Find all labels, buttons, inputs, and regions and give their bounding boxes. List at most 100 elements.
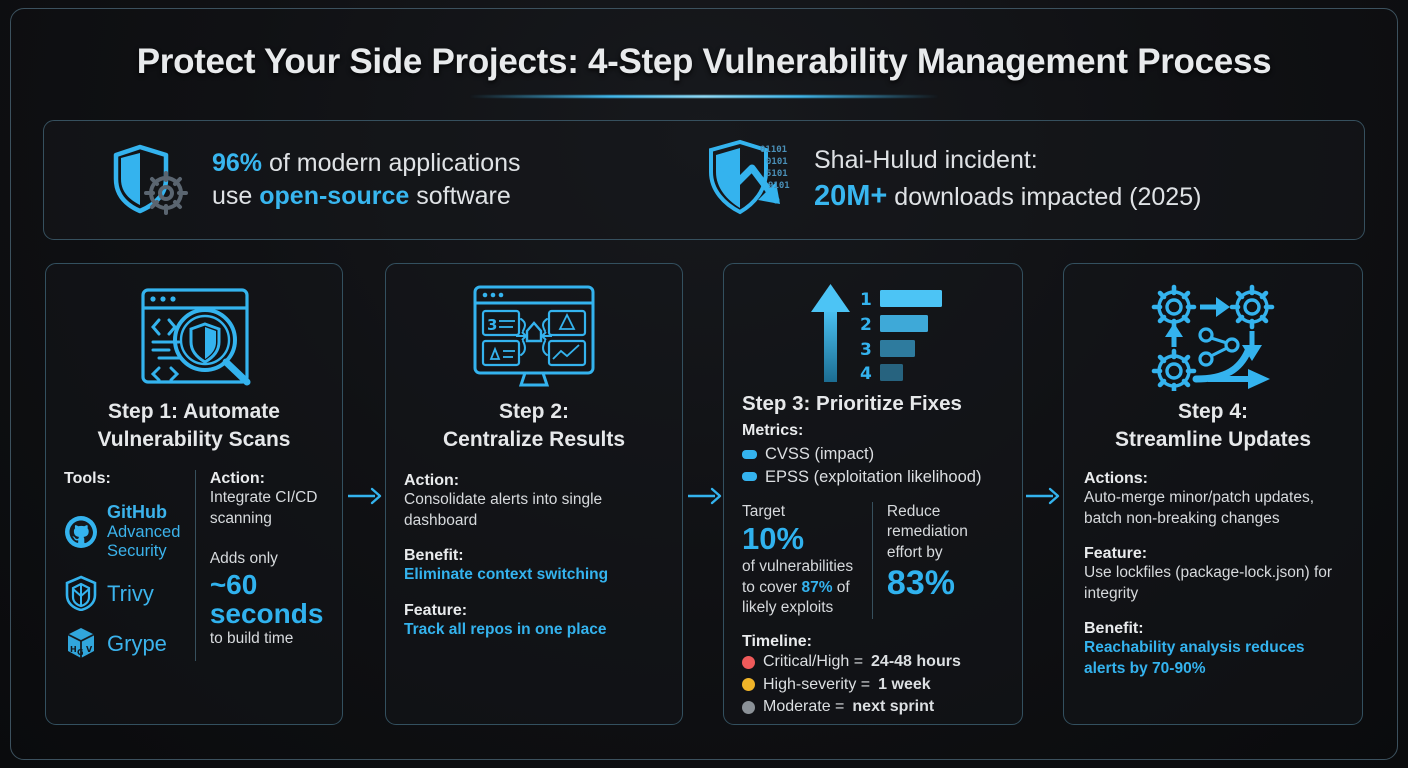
svg-text:V: V: [86, 645, 93, 654]
stat-shai-hulud-text: Shai-Hulud incident: 20M+ downloads impa…: [814, 144, 1201, 216]
step-1-action-column: Action: Integrate CI/CD scanning Adds on…: [194, 470, 324, 662]
step-2-benefit-text: Eliminate context switching: [404, 566, 609, 584]
tool-trivy-label: Trivy: [107, 580, 154, 606]
step-2-title: Step 2: Centralize Results: [402, 398, 666, 454]
step-2-benefit-block: Benefit: Eliminate context switching: [404, 547, 664, 585]
metric-cvss-label: CVSS (impact): [765, 445, 875, 464]
stat-20m-rest: downloads impacted (2025): [887, 183, 1202, 212]
step-4-actions-block: Actions: Auto-merge minor/patch updates,…: [1084, 470, 1342, 529]
shield-gear-icon: [110, 141, 192, 219]
step-4-title: Step 4: Streamline Updates: [1080, 398, 1346, 454]
timeline-moderate-label: Moderate =: [763, 698, 845, 716]
tool-grype-label: Grype: [107, 630, 167, 656]
step-3-target-label: Target: [742, 502, 786, 520]
step-4-feature-label: Feature:: [1084, 545, 1148, 563]
step-3-reduce-value: 83%: [886, 563, 955, 602]
step-2-title-line1: Step 2:: [498, 400, 569, 423]
step-3-target-desc-post: of likely exploits: [742, 578, 850, 617]
step-4-feature-text: Use lockfiles (package-lock.json) for in…: [1084, 564, 1333, 602]
stat-open-source-term: open-source: [259, 182, 410, 210]
stat-shai-hulud: 01101 0101 5101 9101 Shai-Hulud incident: …: [684, 121, 1344, 239]
step-3-stats-columns: Target 10% of vulnerabilities to cover 8…: [742, 501, 1004, 619]
trivy-icon: [64, 575, 98, 612]
svg-text:G: G: [77, 648, 84, 657]
timeline-row-high: High-severity = 1 week: [742, 674, 1004, 697]
step-2-feature-label: Feature:: [404, 601, 468, 619]
metric-epss-label: EPSS (exploitation likelihood): [765, 467, 982, 486]
svg-text:01101: 01101: [760, 145, 787, 155]
metric-row: CVSS (impact): [742, 443, 1004, 465]
step-2-action-block: Action: Consolidate alerts into single d…: [404, 472, 664, 531]
step-1-title: Step 1: Automate Vulnerability Scans: [62, 398, 326, 454]
step-3-timeline-label: Timeline:: [742, 632, 812, 650]
step-1-action-text: Integrate CI/CD scanning: [209, 489, 318, 527]
stat-96-value: 96%: [212, 148, 263, 177]
step-1-action-label: Action:: [209, 470, 265, 488]
stat-open-source-text: 96% of modern applications use open-sour…: [212, 147, 521, 214]
steps-container: Step 1: Automate Vulnerability Scans Too…: [0, 263, 1408, 725]
step-3-body: Metrics: CVSS (impact) EPSS (exploitatio…: [740, 422, 1006, 719]
svg-text:3: 3: [487, 316, 497, 334]
stat-open-source: 96% of modern applications use open-sour…: [44, 121, 684, 239]
step-1-perf-outro: to build time: [209, 629, 294, 647]
stat-20m-value: 20M+: [814, 180, 888, 213]
severity-dot-critical-icon: [742, 655, 755, 669]
step-4-benefit-block: Benefit: Reachability analysis reduces a…: [1084, 620, 1342, 679]
step-2-benefit-label: Benefit:: [404, 547, 464, 565]
step-card-2[interactable]: 3: [385, 263, 683, 725]
metric-bullet-icon: [742, 472, 757, 482]
stats-banner: 96% of modern applications use open-sour…: [43, 120, 1365, 240]
flow-arrow-1-icon: [346, 485, 384, 507]
step-1-perf-intro: Adds only: [209, 550, 278, 568]
step-3-target-column: Target 10% of vulnerabilities to cover 8…: [742, 502, 872, 619]
severity-dot-moderate-icon: [742, 701, 755, 715]
step-4-actions-text: Auto-merge minor/patch updates, batch no…: [1084, 489, 1315, 527]
tool-trivy: Trivy: [64, 575, 187, 612]
tool-github-name: GitHub: [107, 502, 167, 523]
timeline-moderate-value: next sprint: [852, 698, 935, 716]
severity-dot-high-icon: [742, 678, 755, 692]
step-4-benefit-label: Benefit:: [1084, 620, 1144, 638]
svg-text:4: 4: [860, 364, 872, 384]
step-2-body: Action: Consolidate alerts into single d…: [402, 472, 666, 640]
svg-text:0101: 0101: [766, 157, 788, 167]
step-4-benefit-text: Reachability analysis reduces alerts by …: [1084, 639, 1305, 677]
step-card-1[interactable]: Step 1: Automate Vulnerability Scans Too…: [45, 263, 343, 725]
step-3-metrics-label: Metrics:: [742, 422, 804, 440]
step-4-body: Actions: Auto-merge minor/patch updates,…: [1080, 470, 1346, 679]
timeline-critical-label: Critical/High =: [763, 652, 864, 670]
step-3-title: Step 3: Prioritize Fixes: [742, 392, 962, 415]
step-3-target-value: 10%: [742, 521, 805, 557]
timeline-high-label: High-severity =: [763, 675, 871, 693]
step-2-feature-block: Feature: Track all repos in one place: [404, 602, 664, 640]
step-1-title-line2: Vulnerability Scans: [97, 428, 291, 452]
step-2-action-text: Consolidate alerts into single dashboard: [404, 491, 603, 529]
timeline-row-moderate: Moderate = next sprint: [742, 696, 1004, 719]
step-3-target-coverage: 87%: [801, 578, 833, 596]
step-3-reduce-column: Reduce remediation effort by 83%: [871, 501, 1004, 619]
title-section: Protect Your Side Projects: 4-Step Vulne…: [0, 42, 1408, 98]
step-1-perf-value: ~60 seconds: [209, 568, 324, 630]
svg-text:9101: 9101: [768, 181, 790, 191]
page-title: Protect Your Side Projects: 4-Step Vulne…: [136, 42, 1272, 81]
step-4-title-line1: Step 4:: [1177, 400, 1248, 423]
timeline-high-value: 1 week: [878, 675, 931, 693]
step-3-reduce-label: Reduce remediation effort by: [886, 502, 968, 561]
svg-text:3: 3: [860, 340, 872, 360]
svg-text:5101: 5101: [766, 169, 788, 179]
gears-automation-icon: [1080, 278, 1346, 396]
flow-arrow-3-icon: [1024, 485, 1062, 507]
dashboard-centralize-icon: 3: [402, 278, 666, 396]
github-icon: [64, 515, 98, 549]
step-card-4[interactable]: Step 4: Streamline Updates Actions: Auto…: [1063, 263, 1363, 725]
step-3-target-desc: of vulnerabilities to cover 87% of likel…: [742, 557, 862, 619]
